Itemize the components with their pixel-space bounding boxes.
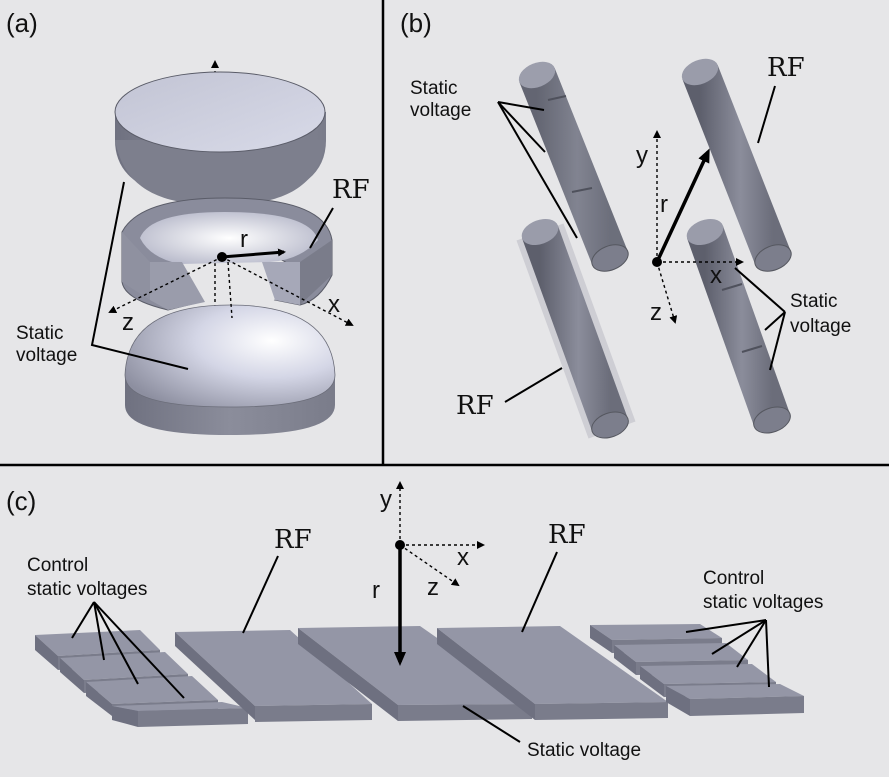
a-static-label-line2: voltage [16, 345, 77, 366]
a-x-label: x [328, 291, 340, 318]
b-static-right-leader-3 [769, 311, 786, 371]
c-static-label: Static voltage [527, 740, 641, 761]
c-control-left-leader-3 [93, 601, 139, 685]
c-rf-strip-left [175, 630, 372, 722]
c-static-strip-center [298, 626, 532, 721]
panel-c: (c) [6, 481, 823, 761]
b-rf-bottom-label: RF [456, 391, 494, 421]
b-static-left-leader-2 [497, 101, 546, 153]
b-rod-upper-left [518, 61, 629, 272]
a-r-label: r [240, 226, 248, 253]
b-static-left-leader-1 [497, 101, 545, 111]
c-static-leader [462, 705, 521, 743]
b-static-right-line2: voltage [790, 316, 851, 337]
panel-a-tag: (a) [6, 8, 38, 38]
c-origin [395, 540, 405, 550]
c-control-left-leader-4 [93, 601, 185, 699]
b-static-right-leader-2 [764, 311, 786, 331]
c-control-left-line1: Control [27, 555, 88, 576]
c-y-label: y [380, 486, 392, 513]
a-z-label: z [122, 309, 134, 336]
c-z-label: z [427, 574, 439, 601]
b-rod-lower-right [686, 218, 791, 434]
c-control-right-leader-4 [765, 619, 770, 688]
c-control-left-leader-2 [93, 601, 105, 661]
b-y-label: y [636, 142, 648, 169]
c-control-right-leader-3 [736, 619, 767, 668]
a-static-label-line1: Static [16, 323, 64, 344]
b-static-right-line1: Static [790, 291, 838, 312]
b-static-left-line1: Static [410, 78, 458, 99]
a-ring-electrode [121, 197, 333, 311]
c-control-right-leader-1 [685, 619, 767, 633]
c-control-right-line2: static voltages [703, 592, 823, 613]
c-left-control-electrodes [35, 630, 248, 727]
c-rf-left-leader [242, 555, 279, 634]
c-control-right-leader-2 [711, 619, 767, 655]
a-rf-label: RF [332, 175, 370, 205]
panel-c-tag: (c) [6, 486, 36, 516]
a-origin [217, 252, 227, 262]
b-rod-upper-right [681, 58, 792, 272]
c-control-left-leader-1 [71, 601, 95, 639]
c-rf-right-label: RF [548, 520, 586, 550]
panel-a: (a) y r z [6, 8, 370, 435]
c-control-right-line1: Control [703, 568, 764, 589]
b-z-label: z [650, 299, 662, 326]
a-static-leader [90, 181, 189, 370]
b-static-right-leader-1 [734, 267, 786, 313]
b-z-axis [656, 261, 678, 324]
a-r-vector [221, 248, 286, 259]
c-rf-left-label: RF [274, 525, 312, 555]
b-r-vector [655, 148, 710, 263]
a-rf-leader [309, 207, 334, 249]
c-r-label: r [372, 577, 380, 604]
a-z-axis [108, 256, 223, 313]
a-x-axis [221, 256, 354, 326]
a-bottom-endcap [124, 304, 336, 435]
c-rf-right-leader [521, 551, 558, 633]
b-origin [652, 257, 662, 267]
b-r-label: r [660, 191, 668, 218]
c-x-label: x [457, 544, 469, 571]
b-rf-top-label: RF [767, 53, 805, 83]
panel-b: (b) [400, 8, 851, 439]
c-control-left-line2: static voltages [27, 579, 147, 600]
b-static-left-leader-3 [497, 101, 578, 239]
a-top-endcap [114, 71, 326, 205]
c-right-control-electrodes [590, 624, 804, 716]
b-rf-top-leader [757, 85, 776, 144]
b-rod-lower-left [516, 218, 636, 439]
b-x-label: x [710, 262, 722, 289]
b-static-left-line2: voltage [410, 100, 471, 121]
b-rf-bottom-leader [504, 367, 563, 403]
panel-b-tag: (b) [400, 8, 432, 38]
c-rf-strip-right [437, 626, 668, 720]
